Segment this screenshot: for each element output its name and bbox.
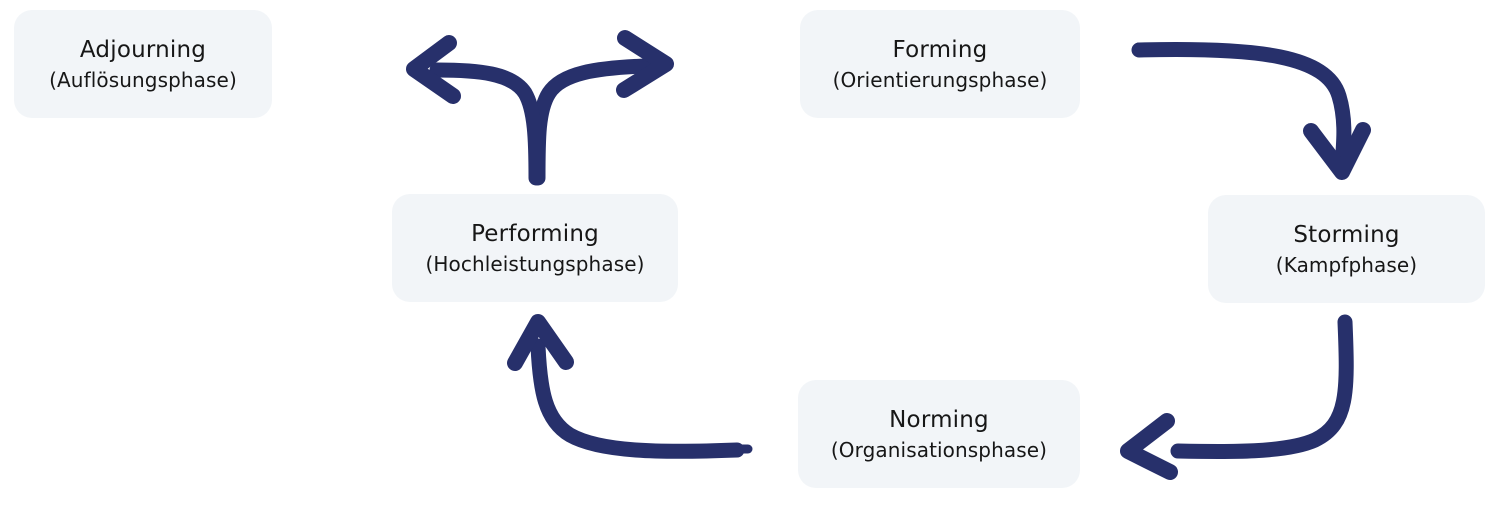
phase-subtitle-performing: (Hochleistungsphase) xyxy=(425,251,645,276)
phase-title-forming: Forming xyxy=(892,36,988,63)
phase-box-norming[interactable]: Norming (Organisationsphase) xyxy=(798,380,1080,488)
phase-title-storming: Storming xyxy=(1293,221,1400,248)
phase-title-performing: Performing xyxy=(471,220,599,247)
phase-title-norming: Norming xyxy=(889,406,989,433)
phase-box-forming[interactable]: Forming (Orientierungsphase) xyxy=(800,10,1080,118)
arrow-performing-fork-icon xyxy=(406,30,674,186)
phase-box-storming[interactable]: Storming (Kampfphase) xyxy=(1208,195,1485,303)
phase-subtitle-storming: (Kampfphase) xyxy=(1275,252,1418,277)
phase-subtitle-adjourning: (Auflösungsphase) xyxy=(49,67,237,92)
phase-subtitle-norming: (Organisationsphase) xyxy=(830,437,1048,462)
arrow-storming-to-norming-icon xyxy=(1120,314,1354,480)
arrow-forming-to-storming-icon xyxy=(1131,41,1371,180)
phase-box-adjourning[interactable]: Adjourning (Auflösungsphase) xyxy=(14,10,272,118)
phase-box-performing[interactable]: Performing (Hochleistungsphase) xyxy=(392,194,678,302)
phase-subtitle-forming: (Orientierungsphase) xyxy=(832,67,1048,92)
arrow-norming-to-performing-icon xyxy=(507,314,753,459)
phase-title-adjourning: Adjourning xyxy=(79,36,207,63)
